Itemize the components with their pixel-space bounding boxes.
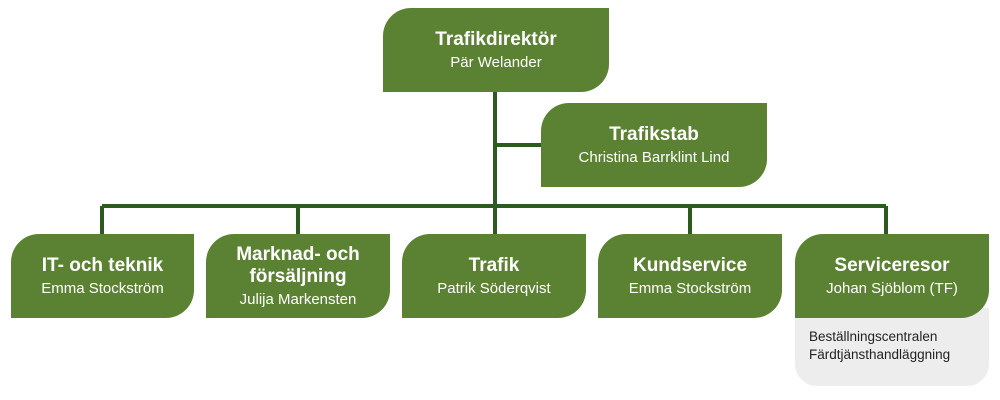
department-title: Serviceresor (834, 254, 950, 276)
department-title: Kundservice (632, 254, 748, 276)
department-box-kundservice: Kundservice Emma Stockström (598, 234, 782, 318)
department-head: Johan Sjöblom (TF) (826, 279, 958, 297)
department-head: Patrik Söderqvist (437, 279, 551, 297)
department-box-trafik: Trafik Patrik Söderqvist (402, 234, 586, 318)
department-box-it: IT- och teknik Emma Stockström (11, 234, 194, 318)
department-head: Julija Markensten (239, 290, 357, 308)
staff-name: Christina Barrklint Lind (578, 148, 730, 166)
department-title: Trafik (468, 254, 520, 276)
department-title: Marknad- och försäljning (236, 243, 360, 287)
department-box-marknad: Marknad- och försäljning Julija Markenst… (206, 234, 390, 318)
department-head: Emma Stockström (41, 279, 164, 297)
department-head: Emma Stockström (628, 279, 752, 297)
director-name: Pär Welander (450, 53, 542, 71)
unit-item: Färdtjänsthandläggning (809, 347, 951, 362)
department-title: IT- och teknik (41, 254, 164, 276)
staff-box: Trafikstab Christina Barrklint Lind (541, 103, 767, 187)
staff-title: Trafikstab (609, 123, 699, 145)
director-box: Trafikdirektör Pär Welander (383, 8, 609, 92)
unit-item: Beställningscentralen (809, 329, 938, 344)
serviceresor-units-panel: Beställningscentralen Färdtjänsthandlägg… (795, 308, 989, 386)
director-title: Trafikdirektör (435, 28, 557, 50)
department-box-serviceresor: Serviceresor Johan Sjöblom (TF) (795, 234, 989, 318)
